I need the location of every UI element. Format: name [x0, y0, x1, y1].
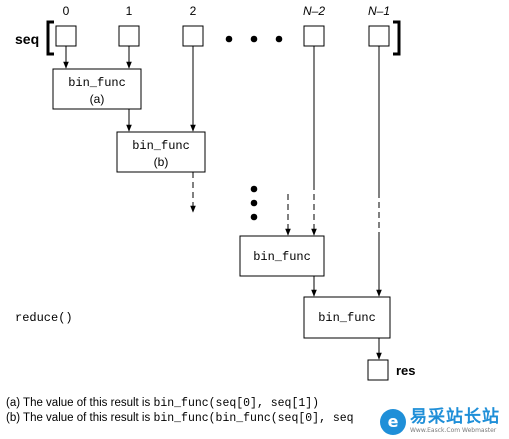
bin-func-box-4	[303, 296, 391, 339]
left-bracket	[46, 20, 54, 56]
seq-label: seq	[15, 31, 39, 47]
caption-b-text: (b) The value of this result is	[6, 412, 154, 424]
watermark-title: 易采站长站	[410, 407, 500, 427]
vertical-ellipsis	[250, 185, 258, 221]
bin-func-3-label: bin_func	[253, 250, 311, 264]
site-watermark: e 易采站长站 Www.Easck.Com Webmaster	[378, 404, 509, 439]
seq-element-0	[55, 25, 77, 47]
seq-element-n-1	[368, 25, 390, 47]
caption-a: (a) The value of this result is bin_func…	[6, 397, 319, 410]
caption-a-code: bin_func(seq[0], seq[1])	[153, 397, 320, 410]
caption-a-text: (a) The value of this result is	[6, 397, 154, 409]
flow-arrows	[63, 46, 382, 360]
seq-element-2	[182, 25, 204, 47]
bin-func-b-tag: (b)	[154, 155, 169, 169]
index-label-2: 2	[190, 4, 197, 18]
bin-func-box-3	[239, 235, 325, 277]
seq-ellipsis	[225, 35, 283, 43]
watermark-subtitle: Www.Easck.Com Webmaster	[410, 427, 497, 434]
index-label-0: 0	[63, 4, 70, 18]
site-logo-icon: e	[380, 408, 406, 435]
index-label-n-1: N–1	[368, 4, 390, 18]
result-label: res	[396, 363, 416, 378]
reduce-function-label: reduce()	[15, 311, 73, 325]
bin-func-box-b	[116, 131, 206, 173]
bin-func-4-label: bin_func	[318, 311, 376, 325]
bin-func-a-label: bin_func	[68, 76, 126, 90]
seq-element-n-2	[303, 25, 325, 47]
caption-b: (b) The value of this result is bin_func…	[6, 412, 354, 425]
caption-b-code: bin_func(bin_func(seq[0], seq	[153, 412, 354, 425]
bin-func-b-label: bin_func	[132, 139, 190, 153]
right-bracket	[393, 20, 401, 56]
index-label-n-2: N–2	[303, 4, 325, 18]
result-box	[367, 359, 389, 381]
dashed-arrows	[190, 172, 380, 236]
index-label-1: 1	[126, 4, 133, 18]
bin-func-box-a	[52, 68, 142, 110]
bin-func-a-tag: (a)	[90, 92, 105, 106]
seq-element-1	[118, 25, 140, 47]
